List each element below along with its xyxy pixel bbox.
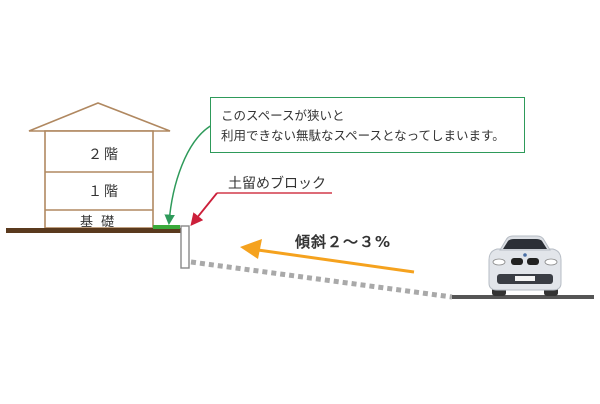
- grass-strip: [153, 225, 180, 229]
- slope-arrow-shaft: [257, 248, 415, 274]
- house-roof: [28, 102, 171, 132]
- block-arrow: [190, 192, 218, 226]
- road-line: [452, 295, 594, 299]
- callout-box: このスペースが狭いと 利用できない無駄なスペースとなってしまいます。: [210, 97, 525, 153]
- slope-line: [190, 259, 453, 300]
- car-emblem: [523, 253, 527, 257]
- car-grille-right: [527, 258, 539, 265]
- car-windshield: [503, 239, 547, 249]
- car-headlight-right: [544, 258, 558, 266]
- floor-1-label: １階: [88, 184, 120, 200]
- retaining-block-label: 土留めブロック: [228, 176, 326, 192]
- house-body: [44, 130, 154, 229]
- ground-line: [6, 228, 182, 233]
- retaining-block: [180, 225, 190, 269]
- arrow-icon: [240, 239, 415, 274]
- car-headlight-left: [492, 258, 506, 266]
- house-icon: [28, 102, 171, 229]
- callout-line-1: このスペースが狭いと: [221, 108, 345, 123]
- callout-line-2: 利用できない無駄なスペースとなってしまいます。: [221, 128, 505, 143]
- car-plate: [515, 276, 535, 281]
- car-grille-left: [511, 258, 523, 265]
- floor-2-label: ２階: [88, 147, 120, 163]
- car-icon: [488, 235, 562, 296]
- callout-arrow: [164, 124, 213, 226]
- slope-label: 傾斜２～３%: [295, 233, 392, 251]
- foundation-label: 基 礎: [80, 215, 117, 230]
- slope-arrow-head: [240, 239, 262, 259]
